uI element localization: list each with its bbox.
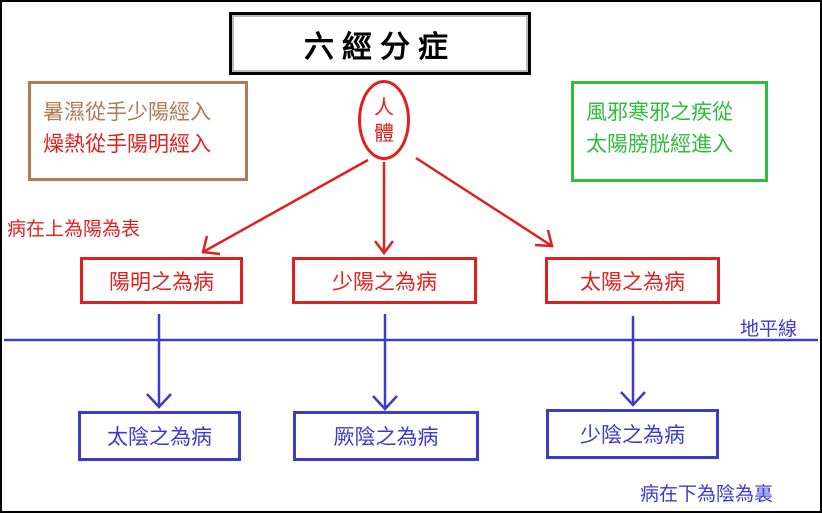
shaoyin-disease-box: 少陰之為病 — [546, 409, 719, 459]
note-wind-cold-line2: 太陽膀胱經進入 — [586, 132, 733, 156]
arrow-head-jueyin — [372, 395, 398, 411]
human-body-char1: 人 — [374, 95, 394, 119]
note-wind-cold: 風邪寒邪之疾從 太陽膀胱經進入 — [571, 81, 768, 182]
horizon-label: 地平線 — [740, 318, 798, 340]
arrow-to-taiyang — [415, 156, 553, 248]
red-arrows — [201, 156, 554, 256]
note-hand-meridians: 暑濕從手少陽經入 燥熱從手陽明經入 — [28, 81, 248, 181]
arrow-to-yangming — [202, 158, 369, 254]
diagram-title: 六經分症 — [229, 12, 531, 75]
yangming-disease-box: 陽明之為病 — [80, 257, 243, 304]
arrow-head-yangming — [201, 235, 221, 256]
blue-arrows — [146, 314, 646, 411]
note-wind-cold-line1: 風邪寒邪之疾從 — [586, 100, 733, 124]
lower-yin-label: 病在下為陰為裏 — [640, 483, 774, 505]
jueyin-disease-box: 厥陰之為病 — [293, 411, 479, 461]
note-summer-damp: 暑濕從手少陽經入 — [43, 100, 211, 124]
taiyin-disease-box: 太陰之為病 — [78, 411, 241, 461]
arrow-head-taiyin — [146, 393, 172, 409]
taiyang-disease-box: 太陽之為病 — [545, 257, 720, 304]
arrow-head-shaoyin — [620, 391, 646, 407]
arrow-head-shaoyang — [374, 240, 394, 256]
shaoyang-disease-box: 少陽之為病 — [292, 257, 477, 304]
upper-yang-label: 病在上為陽為表 — [7, 218, 141, 240]
human-body-node: 人 體 — [358, 80, 410, 160]
human-body-char2: 體 — [374, 121, 394, 145]
note-dry-heat: 燥熱從手陽明經入 — [43, 132, 211, 156]
arrow-head-taiyang — [534, 229, 554, 248]
